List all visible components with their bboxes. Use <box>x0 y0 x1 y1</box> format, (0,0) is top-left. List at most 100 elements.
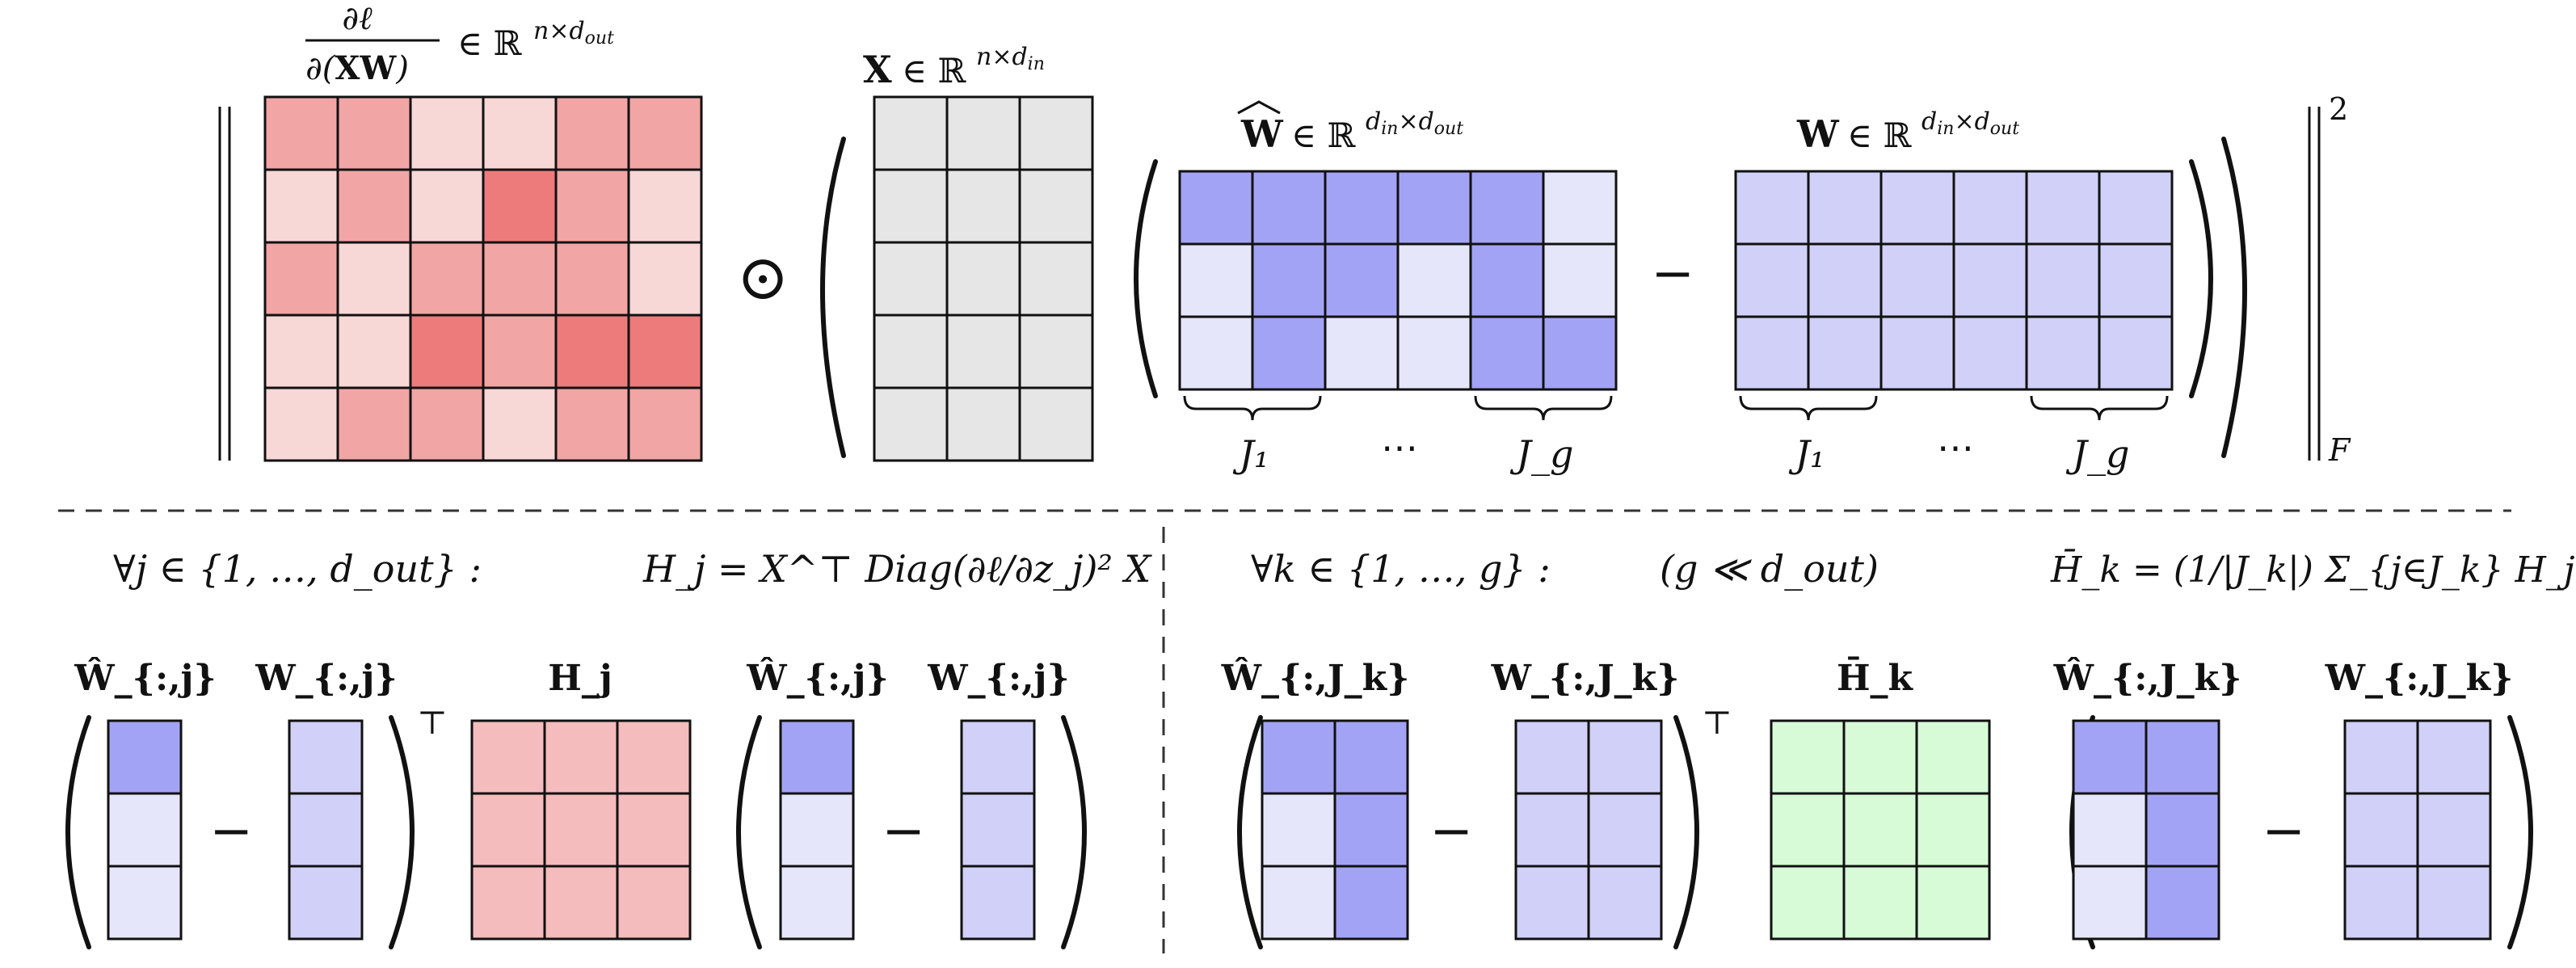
what-cell-grid-cell <box>1396 242 1472 318</box>
left-paren-2-close <box>1061 715 1087 949</box>
minus-symbol: − <box>1651 244 1694 304</box>
left-h-matrix <box>470 719 692 941</box>
group-label-dots: ⋯ <box>1937 426 1974 469</box>
right-hbar-matrix-cell <box>1915 719 1991 795</box>
what-cell-grid-cell <box>1396 170 1472 246</box>
grad-cell-grid-cell <box>336 314 412 389</box>
w-cell-grid-cell <box>2098 170 2174 246</box>
left-label-what: Ŵ_{:,j} <box>746 656 888 699</box>
left-w-col-cell <box>288 719 364 795</box>
x-cell-grid-cell <box>945 241 1021 317</box>
left-half: ∀j ∈ {1, …, d_out} : H_j = X^⊤ Diag(∂ℓ/∂… <box>65 547 1152 949</box>
left-matrices <box>107 719 1036 941</box>
grad-cell-grid-cell <box>336 95 412 171</box>
left-what-col <box>779 719 855 941</box>
svg-text:din×dout: din×dout <box>1921 107 2019 139</box>
norm-power: 2 <box>2329 91 2348 127</box>
inner-paren-left <box>1134 159 1158 398</box>
right-w-cols <box>2343 719 2492 941</box>
left-w-col-cell <box>288 865 364 941</box>
svg-text:∈ ℝ: ∈ ℝ <box>1291 116 1356 155</box>
left-quantifier: ∀j ∈ {1, …, d_out} : <box>113 547 482 591</box>
grad-cell-grid-cell <box>554 95 630 171</box>
grad-cell-grid <box>263 95 703 462</box>
left-w-col <box>960 719 1036 941</box>
left-what-col-cell <box>779 719 855 795</box>
what-cell-grid <box>1178 170 1618 391</box>
left-what-col <box>107 719 183 941</box>
x-cell-grid-cell <box>873 168 949 244</box>
left-h-matrix-cell <box>543 865 619 941</box>
what-cell-grid-cell <box>1469 242 1545 318</box>
w-cell-grid-cell <box>1807 315 1883 391</box>
grad-cell-grid-cell <box>409 386 485 462</box>
right-label-w: W_{:,J_k} <box>2325 658 2514 699</box>
group-brace <box>1474 395 1613 421</box>
right-what-cols <box>2072 719 2220 941</box>
grad-cell-grid-cell <box>263 314 339 389</box>
x-cell-grid-cell <box>1018 386 1094 462</box>
outer-paren-right <box>2221 137 2247 458</box>
what-cell-grid-cell <box>1324 315 1400 391</box>
svg-text:din×dout: din×dout <box>1366 107 1463 139</box>
what-matrix <box>1178 170 1618 391</box>
top-row: 2 F ∂ℓ ∂(XW) ∈ ℝ n×dout ⊙ X ∈ ℝ n×din W <box>218 0 2351 476</box>
right-paren-2-close <box>2507 715 2533 949</box>
what-cell-grid-cell <box>1542 315 1618 391</box>
left-label-what: Ŵ_{:,j} <box>74 656 216 699</box>
left-paren-2-open <box>736 715 762 949</box>
group-label-j1: J₁ <box>1789 432 1825 476</box>
right-w-cols-cell <box>1587 792 1663 868</box>
x-cell-grid <box>873 95 1094 462</box>
x-cell-grid-cell <box>1018 241 1094 317</box>
grad-cell-grid-cell <box>263 241 339 317</box>
w-cell-grid-cell <box>1879 170 1955 246</box>
right-hbar-matrix-cell <box>1842 865 1918 941</box>
left-w-col-cell <box>960 792 1036 868</box>
what-cell-grid-cell <box>1469 315 1545 391</box>
x-cell-grid-cell <box>873 95 949 171</box>
svg-text:n×dout: n×dout <box>533 17 614 48</box>
what-cell-grid-cell <box>1251 242 1327 318</box>
right-w-cols-cell <box>2343 719 2419 795</box>
w-cell-grid-cell <box>2025 242 2101 318</box>
right-matrices <box>1261 719 2492 941</box>
grad-cell-grid-cell <box>554 386 630 462</box>
left-label-w: W_{:,j} <box>255 658 397 699</box>
svg-text:X: X <box>863 48 892 91</box>
right-w-cols <box>1514 719 1663 941</box>
left-h-matrix-cell <box>470 865 546 941</box>
grad-cell-grid-cell <box>482 168 558 244</box>
grad-cell-grid-cell <box>409 314 485 389</box>
right-w-cols-cell <box>2343 865 2419 941</box>
right-w-cols-cell <box>1587 865 1663 941</box>
grad-cell-grid-cell <box>554 241 630 317</box>
x-cell-grid-cell <box>1018 314 1094 389</box>
x-cell-grid-cell <box>945 314 1021 389</box>
right-label-w: W_{:,J_k} <box>1491 658 1680 699</box>
left-h-matrix-cell <box>616 865 692 941</box>
right-what-cols-cell <box>1333 865 1409 941</box>
hadamard-symbol: ⊙ <box>736 242 789 314</box>
svg-text:∂ℓ: ∂ℓ <box>342 0 373 37</box>
w-cell-grid-cell <box>1952 170 2028 246</box>
svg-text:W: W <box>1240 112 1284 156</box>
left-h-matrix-cell <box>616 792 692 868</box>
group-label-dots: ⋯ <box>1381 426 1418 469</box>
right-hbar-matrix-cell <box>1915 865 1991 941</box>
x-cell-grid-cell <box>873 314 949 389</box>
right-hbar-matrix-cell <box>1770 719 1846 795</box>
what-cell-grid-cell <box>1178 242 1254 318</box>
right-hbar-matrix <box>1770 719 1991 941</box>
left-label-w: W_{:,j} <box>927 658 1069 699</box>
group-brace <box>1183 395 1322 421</box>
right-what-cols <box>1261 719 1409 941</box>
grad-cell-grid-cell <box>482 314 558 389</box>
grad-cell-grid-cell <box>482 386 558 462</box>
svg-text:∈ ℝ: ∈ ℝ <box>902 51 966 90</box>
norm-subscript: F <box>2328 432 2351 468</box>
group-brace <box>1739 395 1878 421</box>
grad-cell-grid-cell <box>554 314 630 389</box>
svg-text:n×din: n×din <box>976 43 1045 74</box>
left-h-matrix-cell <box>470 719 546 795</box>
